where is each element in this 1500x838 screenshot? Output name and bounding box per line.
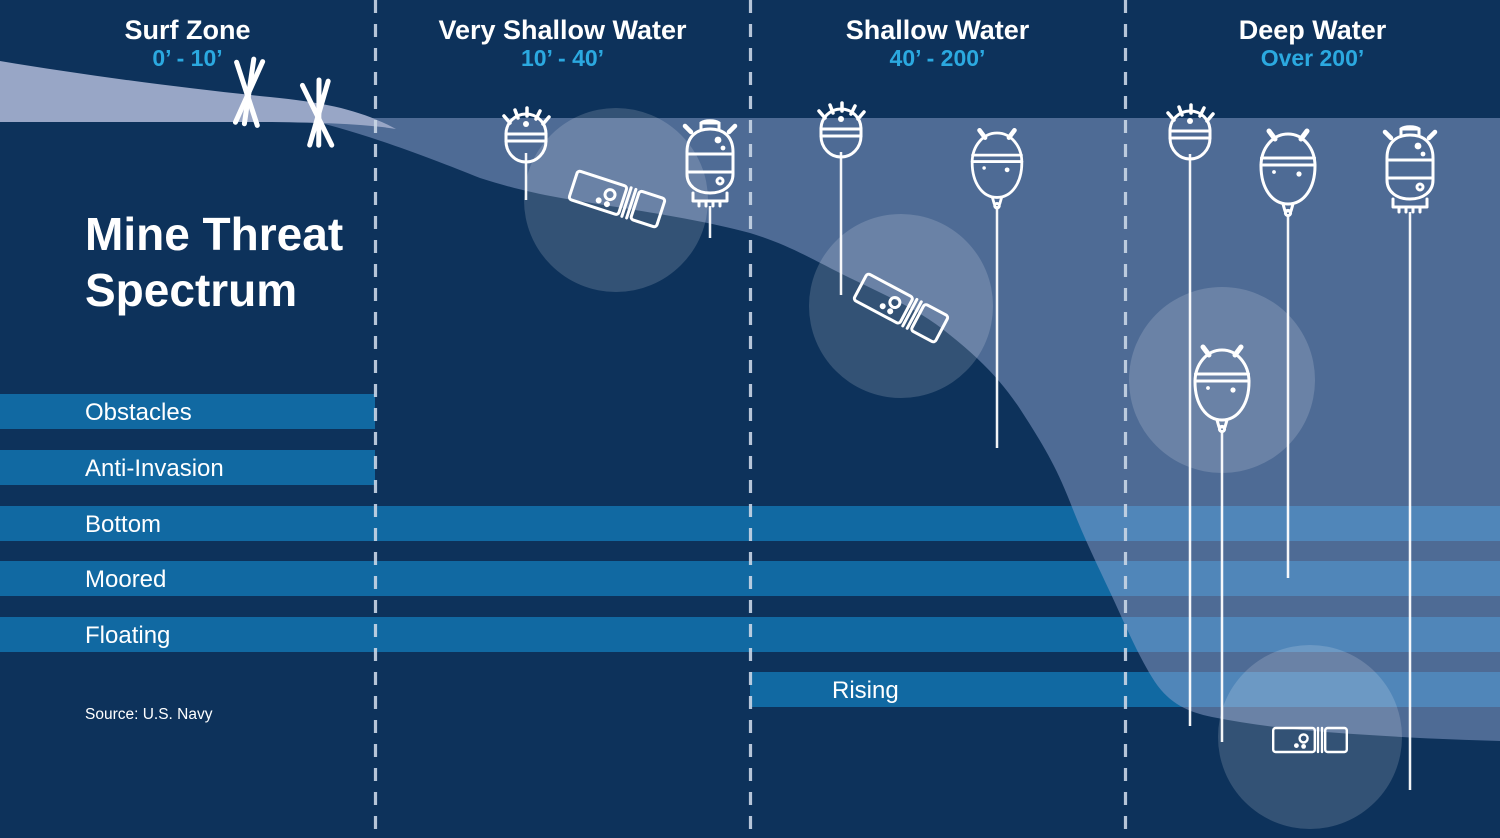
page-title: Mine Threat Spectrum — [85, 208, 343, 316]
zone-range-shallow: 40’ - 200’ — [890, 45, 986, 71]
mine-row-labels: Obstacles Anti-Invasion Bottom Moored Fl… — [85, 399, 899, 704]
highlight-circle-shallow — [809, 214, 993, 398]
zone-range-deep: Over 200’ — [1261, 45, 1365, 71]
zone-label-surf: Surf Zone — [125, 15, 251, 45]
row-label-floating: Floating — [85, 622, 170, 649]
row-label-obstacles: Obstacles — [85, 399, 192, 426]
zone-range-surf: 0’ - 10’ — [152, 45, 222, 71]
title-line-1: Mine Threat — [85, 208, 343, 260]
zone-headers: Surf Zone 0’ - 10’ Very Shallow Water 10… — [125, 15, 1387, 71]
row-label-anti-invasion: Anti-Invasion — [85, 455, 224, 482]
beach-shore — [0, 61, 396, 129]
row-label-moored: Moored — [85, 566, 166, 593]
row-label-rising: Rising — [832, 677, 899, 704]
zone-label-shallow: Shallow Water — [846, 15, 1030, 45]
highlight-circle-rising — [1218, 645, 1402, 829]
zone-label-very-shallow: Very Shallow Water — [438, 15, 687, 45]
zone-label-deep: Deep Water — [1239, 15, 1387, 45]
water-column — [300, 118, 1500, 741]
mooring-cables — [524, 152, 1412, 790]
zone-dividers — [373, 0, 1128, 838]
anti-invasion-bar — [0, 450, 375, 485]
obstacles-bar — [0, 394, 375, 429]
source-credit: Source: U.S. Navy — [85, 706, 213, 723]
zone-range-very-shallow: 10’ - 40’ — [521, 45, 604, 71]
title-line-2: Spectrum — [85, 264, 297, 316]
highlight-circle-very-shallow — [524, 108, 708, 292]
row-label-bottom: Bottom — [85, 511, 161, 538]
